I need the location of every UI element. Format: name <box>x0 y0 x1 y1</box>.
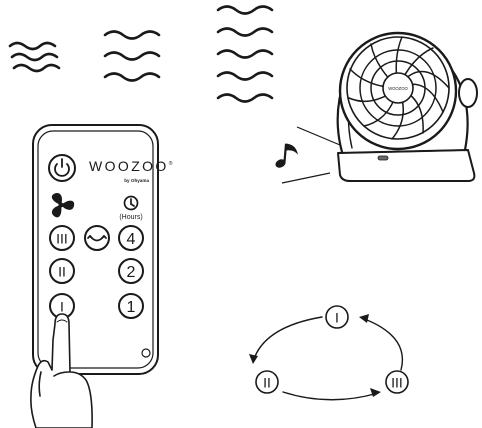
fan-base <box>338 150 474 181</box>
fan-logo: WOOZOO <box>388 86 408 91</box>
cycle-label-low: I <box>335 310 339 326</box>
music-note-icon <box>275 144 297 169</box>
fan-pivot-knob <box>459 79 477 107</box>
remote-brand: WOOZOO® <box>89 158 175 174</box>
cycle-node-medium: II <box>256 371 278 393</box>
speed-label-high: III <box>56 231 68 247</box>
timer-button-4h[interactable]: 4 <box>119 226 143 250</box>
speed-button-medium[interactable]: II <box>50 259 74 283</box>
fan-unit <box>338 33 477 181</box>
timer-label-2h: 2 <box>127 264 136 281</box>
airflow-wave-icon <box>105 32 159 81</box>
timer-label-1h: 1 <box>127 299 136 316</box>
speed-button-high[interactable]: III <box>50 226 74 250</box>
airflow-wave-icon <box>10 43 59 71</box>
timer-button-1h[interactable]: 1 <box>119 294 143 318</box>
timer-caption: (Hours) <box>119 214 142 221</box>
power-button[interactable] <box>49 155 75 181</box>
timer-label-4h: 4 <box>127 231 136 248</box>
speed-label-medium: II <box>58 264 66 280</box>
speed-label-low: I <box>60 299 64 315</box>
cycle-label-medium: II <box>263 375 271 391</box>
airflow-wave-icon <box>218 7 272 102</box>
fan-indicator-led <box>378 156 388 160</box>
remote-brand-sub: by Ohyama <box>124 178 149 183</box>
airflow-waves <box>10 7 272 102</box>
swing-button[interactable] <box>85 226 109 250</box>
cycle-label-high: III <box>391 375 403 391</box>
speed-cycle: I II III <box>249 306 408 400</box>
timer-button-2h[interactable]: 2 <box>119 259 143 283</box>
signal-lines <box>282 127 340 183</box>
cycle-node-high: III <box>386 371 408 393</box>
cycle-node-low: I <box>326 306 348 328</box>
